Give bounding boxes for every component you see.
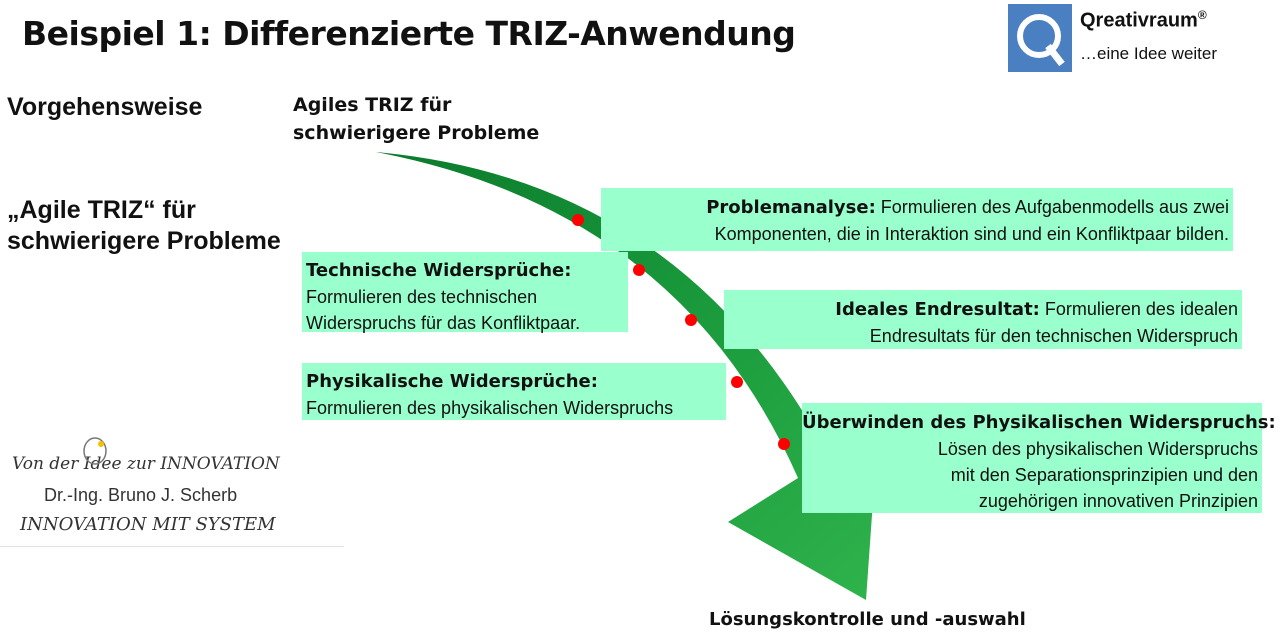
author-signature: Von der Idee zur INNOVATION Dr.-Ing. Bru… bbox=[0, 437, 344, 547]
logo-brand: Qreativraum® bbox=[1080, 8, 1207, 32]
signature-line3: INNOVATION MIT SYSTEM bbox=[20, 514, 276, 535]
step-dot bbox=[633, 264, 645, 276]
step-dot bbox=[731, 376, 743, 388]
arrow-end-label: Lösungskontrolle und -auswahl bbox=[709, 609, 1026, 630]
signature-line1: Von der Idee zur INNOVATION bbox=[12, 437, 280, 474]
step-box-problemanalyse: Problemanalyse: Formulieren des Aufgaben… bbox=[601, 188, 1233, 251]
subheading-line2: schwierigere Probleme bbox=[7, 227, 281, 255]
page-title: Beispiel 1: Differenzierte TRIZ-Anwendun… bbox=[22, 14, 796, 53]
logo-tagline: …eine Idee weiter bbox=[1080, 44, 1218, 63]
step-dot bbox=[778, 438, 790, 450]
step-box-ueberwinden: Überwinden des Physikalischen Widerspruc… bbox=[802, 403, 1276, 513]
signature-author: Dr.-Ing. Bruno J. Scherb bbox=[44, 485, 238, 505]
step-dot bbox=[572, 214, 584, 226]
step-box-physikalisch: Physikalische Widersprüche: Formulieren … bbox=[302, 363, 726, 420]
step-title: Überwinden des Physikalischen Widerspruc… bbox=[802, 412, 1276, 433]
step-title: Problemanalyse: bbox=[706, 197, 876, 218]
step-title: Ideales Endresultat: bbox=[835, 299, 1040, 320]
step-title: Technische Widersprüche: bbox=[306, 260, 572, 281]
section-heading: Vorgehensweise bbox=[7, 93, 203, 121]
arrow-start-label-line1: Agiles TRIZ für bbox=[293, 94, 452, 116]
step-title: Physikalische Widersprüche: bbox=[306, 371, 598, 392]
arrow-start-label-line2: schwierigere Probleme bbox=[293, 122, 540, 144]
step-dot bbox=[685, 314, 697, 326]
subheading-line1: „Agile TRIZ“ für bbox=[7, 196, 196, 224]
step-box-technisch: Technische Widersprüche: Formulieren des… bbox=[302, 252, 628, 333]
logo-icon bbox=[1008, 4, 1072, 72]
step-box-ideal: Ideales Endresultat: Formulieren des ide… bbox=[724, 290, 1242, 349]
lightbulb-icon bbox=[83, 437, 107, 465]
